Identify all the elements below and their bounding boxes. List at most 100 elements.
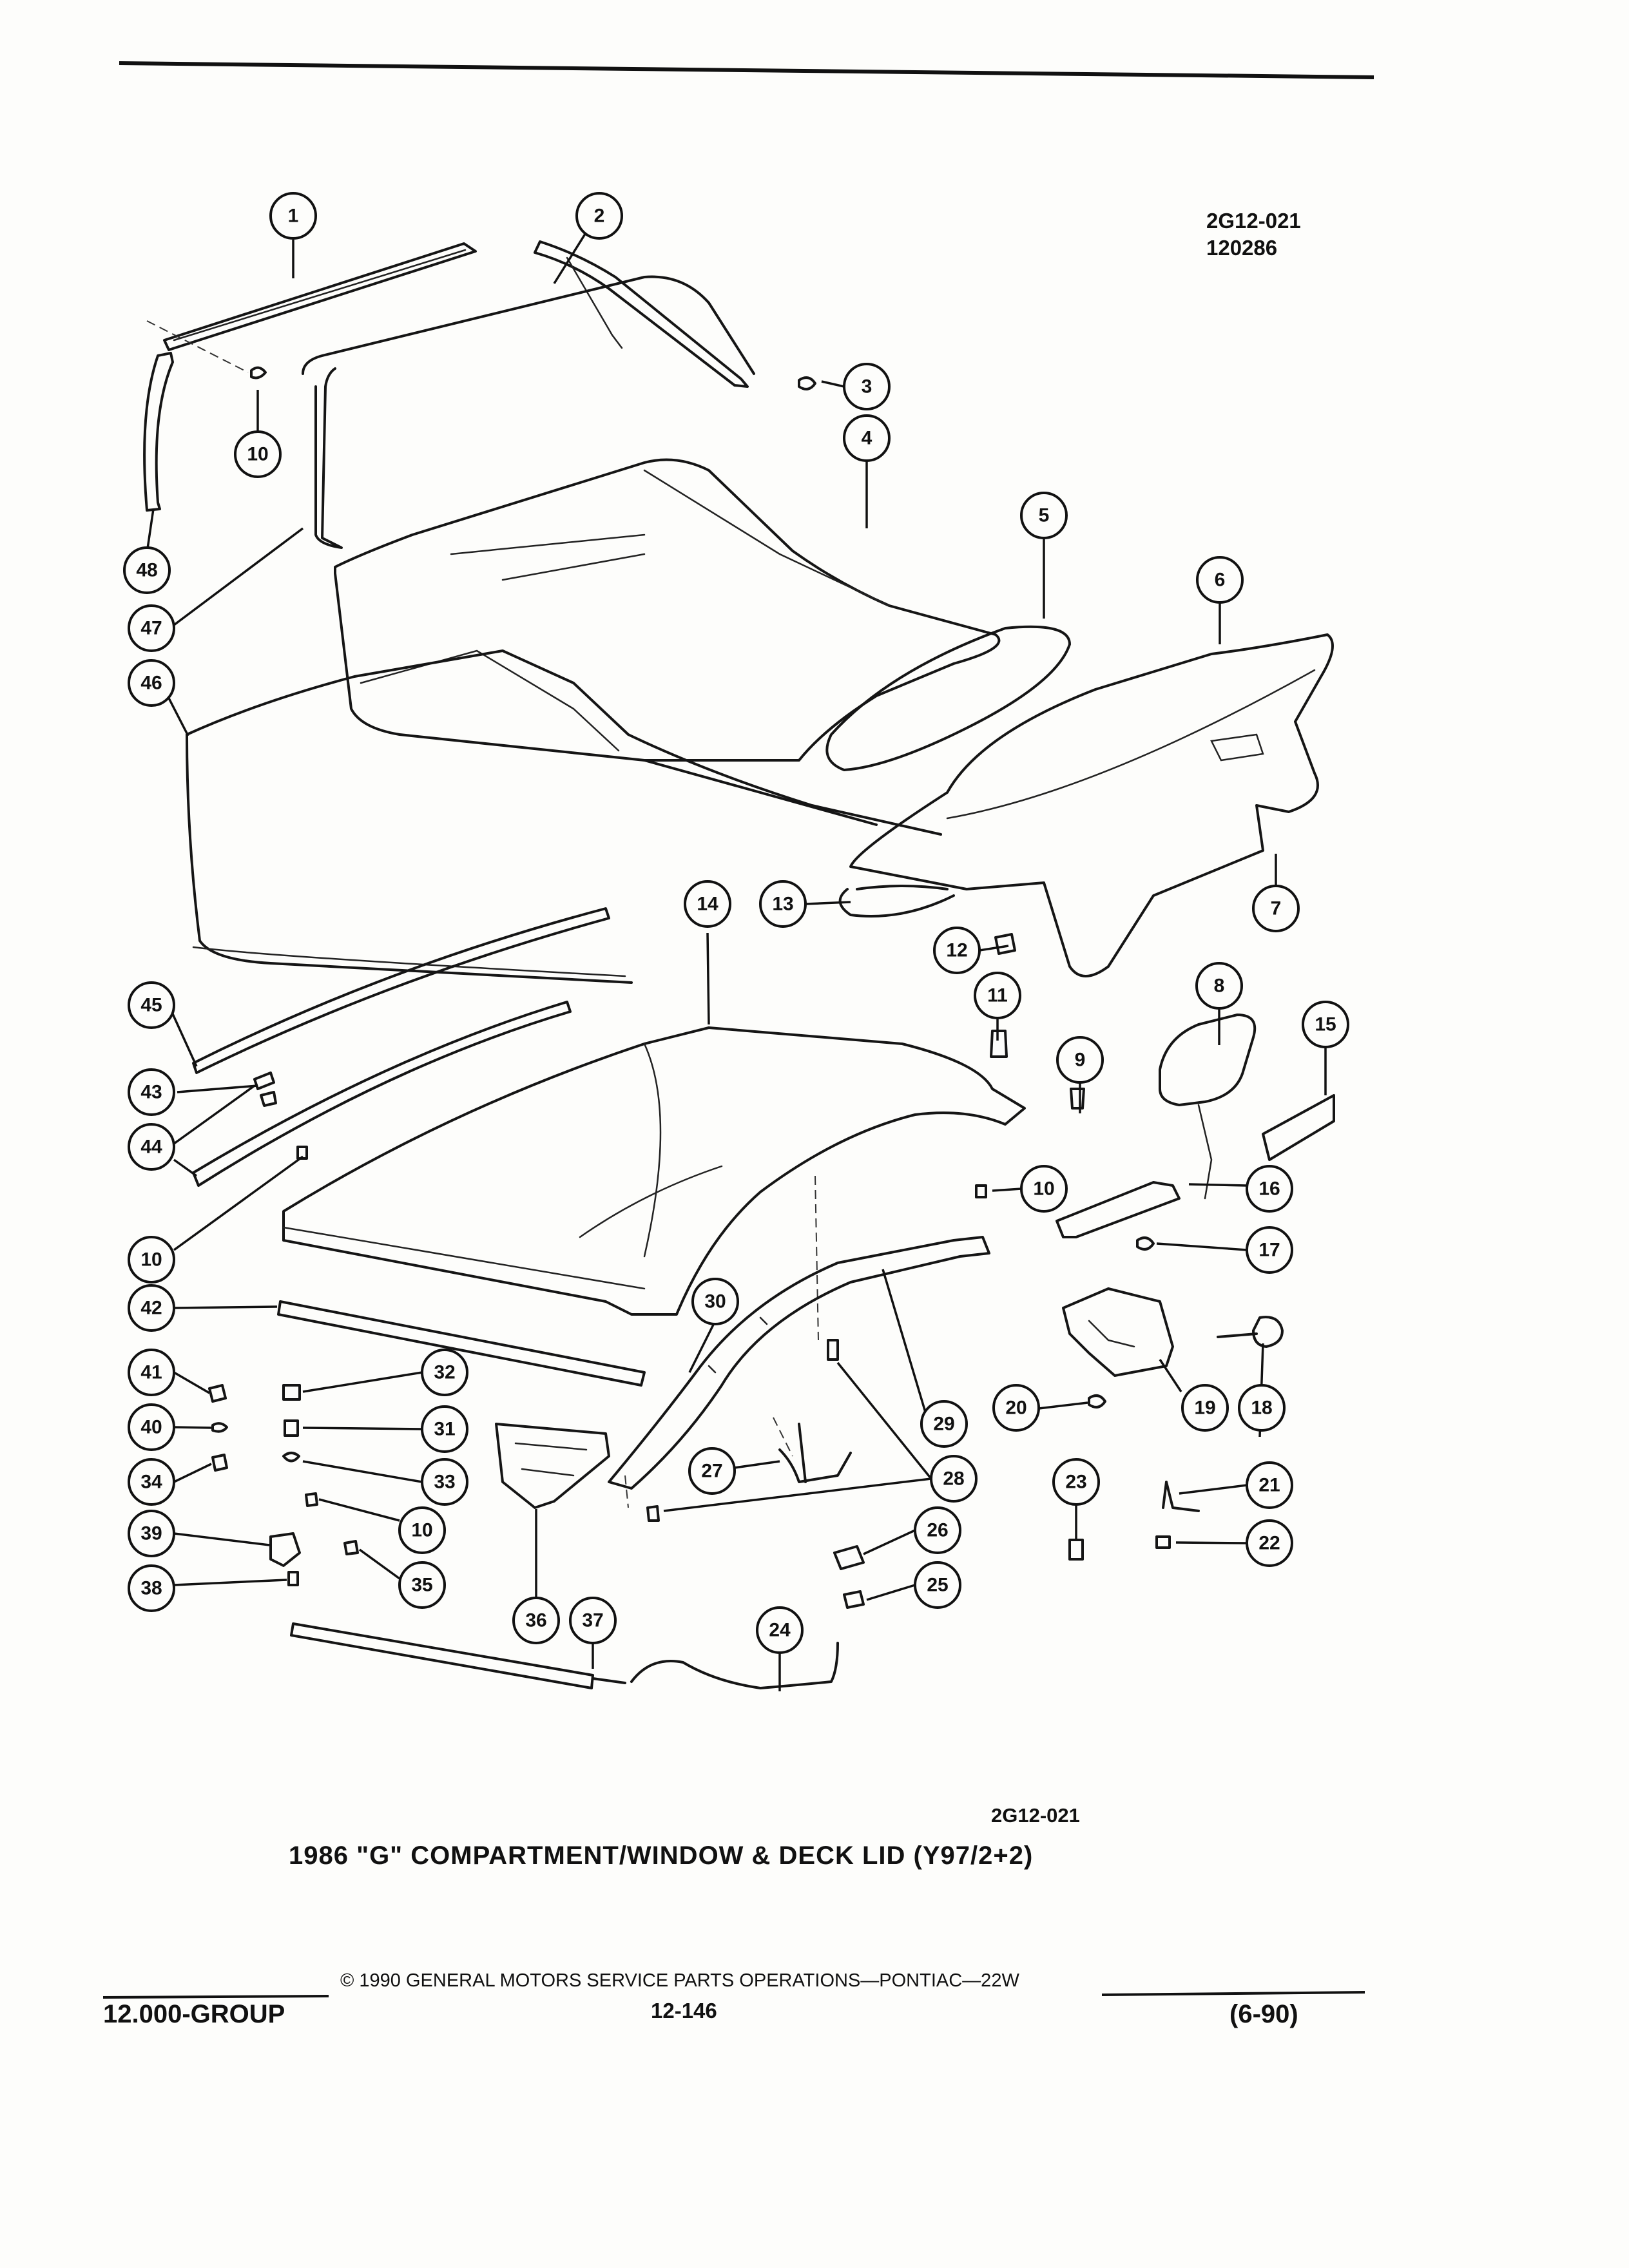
callout-25: 25	[914, 1561, 961, 1609]
svg-text:20: 20	[1005, 1398, 1027, 1419]
part-bolt-35	[343, 1540, 359, 1555]
callout-4: 4	[843, 414, 891, 462]
part-screw-10c	[296, 1146, 308, 1160]
svg-text:10: 10	[140, 1249, 162, 1271]
svg-text:9: 9	[1075, 1050, 1086, 1071]
footer-rule-right	[1101, 1991, 1365, 1996]
footer-rule-left	[102, 1995, 329, 1999]
svg-text:2: 2	[594, 206, 605, 227]
svg-text:15: 15	[1315, 1014, 1336, 1035]
svg-text:46: 46	[140, 673, 162, 694]
callout-12: 12	[933, 927, 981, 974]
svg-text:32: 32	[434, 1362, 455, 1383]
part-spoiler-pad	[825, 625, 1071, 771]
part-gas-strut	[290, 1622, 626, 1689]
part-striker	[1055, 1181, 1181, 1238]
callout-28: 28	[930, 1455, 978, 1503]
svg-text:48: 48	[136, 560, 157, 581]
header-date-code: 120286	[1206, 236, 1278, 260]
callout-33: 33	[421, 1458, 468, 1506]
callout-31: 31	[421, 1405, 468, 1453]
part-release-cable	[630, 1642, 839, 1689]
callout-27: 27	[688, 1447, 736, 1495]
svg-text:37: 37	[582, 1610, 603, 1631]
part-lock-cylinder	[1217, 1316, 1284, 1348]
callout-11: 11	[974, 972, 1021, 1019]
callout-26: 26	[914, 1506, 961, 1554]
part-screw-10d	[305, 1492, 318, 1507]
part-washer-40	[211, 1422, 228, 1433]
svg-text:16: 16	[1258, 1178, 1280, 1200]
callout-46: 46	[128, 659, 175, 707]
part-hinge-bracket	[495, 1423, 610, 1509]
svg-text:45: 45	[140, 995, 162, 1016]
callout-38: 38	[128, 1564, 175, 1612]
part-bolt-3	[798, 376, 816, 390]
callout-20: 20	[992, 1384, 1040, 1432]
svg-text:27: 27	[701, 1461, 722, 1482]
footer-revision: (6-90)	[1229, 2000, 1298, 2028]
callout-7: 7	[1252, 885, 1300, 932]
callout-markers: 1 2 3 4 5 6 7 8 9 10 10 10 10 11 12 13 1…	[123, 192, 1349, 1654]
svg-text:33: 33	[434, 1472, 455, 1493]
svg-text:31: 31	[434, 1419, 455, 1440]
svg-text:18: 18	[1251, 1398, 1272, 1419]
svg-text:25: 25	[927, 1575, 948, 1596]
callout-32: 32	[421, 1349, 468, 1396]
svg-text:38: 38	[140, 1578, 162, 1599]
svg-text:42: 42	[140, 1298, 162, 1319]
part-stop-bracket	[1162, 1481, 1200, 1512]
callout-24: 24	[756, 1606, 804, 1654]
svg-text:3: 3	[862, 376, 872, 398]
callout-3: 3	[843, 363, 891, 410]
callout-47: 47	[128, 604, 175, 652]
svg-text:11: 11	[987, 985, 1008, 1006]
callout-40: 40	[128, 1403, 175, 1451]
svg-text:14: 14	[697, 894, 718, 915]
callout-19: 19	[1181, 1384, 1229, 1432]
part-bumper	[994, 933, 1016, 955]
callout-45: 45	[128, 981, 175, 1029]
part-bolt-11	[990, 1030, 1008, 1058]
part-side-rail-molding	[192, 907, 610, 1074]
svg-text:1: 1	[288, 206, 299, 227]
header-rule	[119, 61, 1374, 79]
part-bumper-pad-upper	[833, 1545, 865, 1570]
callout-42: 42	[128, 1284, 175, 1332]
svg-text:17: 17	[1258, 1240, 1280, 1261]
callout-16: 16	[1246, 1165, 1293, 1213]
part-latch	[1062, 1287, 1174, 1377]
part-screw-28	[646, 1339, 839, 1522]
part-compartment-seal	[186, 649, 942, 984]
svg-text:6: 6	[1215, 570, 1226, 591]
svg-text:13: 13	[772, 894, 793, 915]
callout-30: 30	[691, 1278, 739, 1325]
part-bushing-32	[282, 1384, 301, 1401]
callout-48: 48	[123, 546, 171, 594]
callout-21: 21	[1246, 1461, 1293, 1509]
callout-5: 5	[1020, 492, 1068, 539]
svg-text:35: 35	[411, 1575, 432, 1596]
svg-text:19: 19	[1194, 1398, 1215, 1419]
part-deck-lid-spoiler	[849, 633, 1334, 977]
footer-copyright: © 1990 GENERAL MOTORS SERVICE PARTS OPER…	[340, 1970, 1019, 1991]
svg-text:26: 26	[927, 1520, 948, 1541]
callout-41: 41	[128, 1349, 175, 1396]
part-deck-lid-weatherstrip-lower	[277, 1300, 646, 1387]
part-deck-lid-hinge-support	[608, 1236, 990, 1490]
callout-15: 15	[1302, 1001, 1349, 1048]
callout-35: 35	[398, 1561, 446, 1609]
part-nut-34	[211, 1454, 228, 1472]
callout-10-top: 10	[234, 430, 282, 478]
part-lens	[1262, 1094, 1335, 1161]
callout-13: 13	[759, 880, 807, 928]
page-title: 1986 "G" COMPARTMENT/WINDOW & DECK LID (…	[289, 1841, 1034, 1870]
svg-text:28: 28	[943, 1468, 964, 1490]
callout-10-right: 10	[1020, 1165, 1068, 1213]
svg-text:12: 12	[946, 940, 967, 961]
svg-text:22: 22	[1258, 1533, 1280, 1554]
callout-22: 22	[1246, 1519, 1293, 1567]
callout-1: 1	[269, 192, 317, 240]
part-roof-rail-molding	[163, 242, 477, 351]
